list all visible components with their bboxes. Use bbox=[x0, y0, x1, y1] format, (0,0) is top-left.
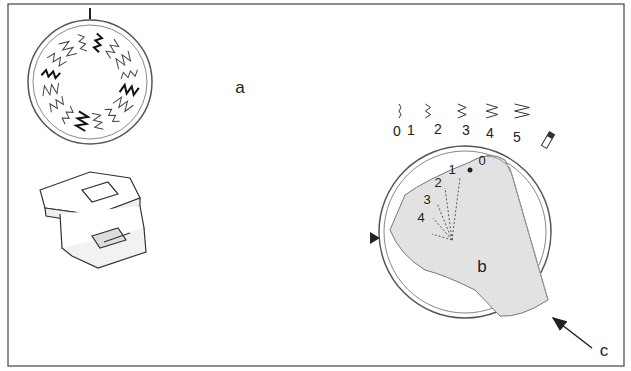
stitch-symbol bbox=[75, 111, 88, 131]
stitch-symbol bbox=[120, 70, 139, 79]
callout-letter: c bbox=[600, 342, 609, 359]
stitch-symbol bbox=[113, 51, 134, 69]
width-symbol bbox=[458, 104, 466, 118]
stitch-symbol bbox=[113, 95, 134, 113]
width-number: 5 bbox=[513, 130, 521, 144]
width-symbol bbox=[515, 104, 530, 118]
frame bbox=[8, 4, 624, 366]
dial-number: 1 bbox=[448, 163, 455, 176]
stitch-symbol bbox=[92, 112, 103, 131]
index-mark bbox=[89, 8, 91, 19]
stitch-symbol bbox=[41, 83, 61, 96]
stitch-symbol bbox=[41, 69, 60, 78]
selector-knob bbox=[390, 155, 548, 316]
index-triangle bbox=[370, 232, 380, 244]
dial-number: 3 bbox=[423, 193, 430, 206]
width-number: 0 bbox=[393, 124, 401, 138]
stitch-symbol bbox=[120, 84, 139, 95]
callout-letter: a bbox=[235, 79, 244, 96]
presser-foot bbox=[40, 172, 146, 268]
width-number: 2 bbox=[434, 122, 442, 136]
stitch-symbol bbox=[47, 51, 66, 68]
callout-letter: b bbox=[477, 258, 486, 275]
stitch-symbol bbox=[78, 33, 87, 52]
dial-number: 4 bbox=[417, 211, 424, 224]
stitch-symbol bbox=[104, 39, 121, 58]
stitch-symbol bbox=[47, 96, 66, 113]
dial-number: 0 bbox=[478, 154, 485, 167]
dial-number: 2 bbox=[434, 176, 441, 189]
width-number: 3 bbox=[462, 123, 470, 137]
stitch-symbol bbox=[105, 106, 120, 124]
stitch-selector-dial bbox=[28, 8, 152, 144]
width-symbol bbox=[486, 104, 498, 118]
leader-arrow bbox=[553, 318, 592, 348]
needle-icon bbox=[541, 132, 554, 149]
stitch-symbol bbox=[93, 33, 102, 52]
width-number: 1 bbox=[407, 123, 415, 137]
stitch-symbol bbox=[60, 106, 75, 124]
width-symbol bbox=[399, 104, 401, 118]
stitch-symbol bbox=[59, 38, 77, 59]
width-symbol bbox=[425, 104, 430, 118]
stitch-width-dial bbox=[370, 104, 592, 348]
width-number: 4 bbox=[486, 126, 494, 140]
